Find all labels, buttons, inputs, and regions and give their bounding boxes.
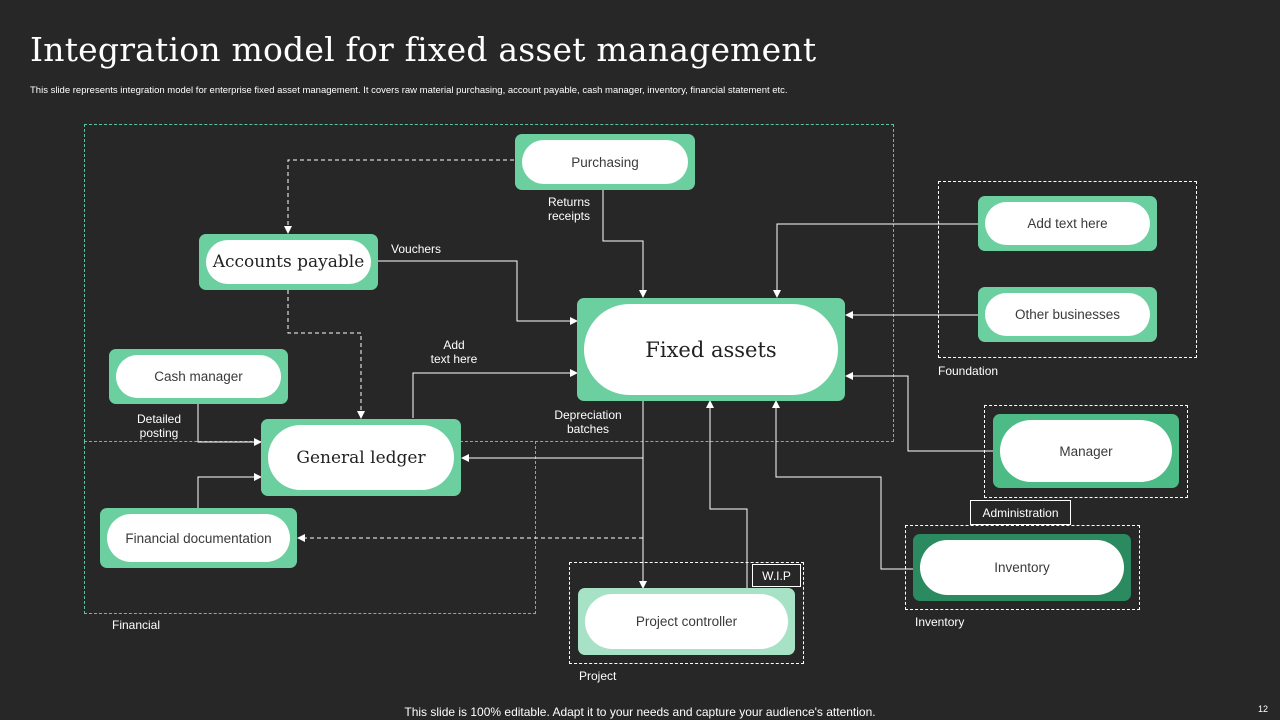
project-group-frame [569,562,804,664]
edge-inventory-to-fixed-assets [772,400,913,570]
edge-doc-to-ledger [197,473,262,508]
edge-accounts-payable-to-ledger [287,290,365,419]
fixed-assets-label: Fixed assets [584,304,838,395]
foundation-group-frame [938,181,1197,358]
edge-purchasing-to-fixed-assets [602,190,647,298]
depreciation-batches-label: Depreciation batches [554,408,622,436]
other-businesses-node[interactable]: Other businesses [978,287,1157,342]
foundation-group-label: Foundation [938,364,999,378]
inventory-group-frame [905,525,1140,610]
wip-tag: W.I.P [752,564,801,587]
edge-vouchers [378,260,578,325]
purchasing-label: Purchasing [522,140,688,184]
vouchers-label: Vouchers [391,242,442,256]
financial-group-label: Financial [112,618,161,632]
inventory-node[interactable]: Inventory [913,534,1131,601]
other-businesses-label: Other businesses [985,293,1150,336]
project-controller-node[interactable]: Project controller [578,588,795,655]
page-number: 12 [1258,704,1269,714]
returns-receipts-label: Returns receipts [547,195,591,223]
edge-cash-to-ledger [197,404,262,446]
accounts-payable-label: Accounts payable [206,240,371,284]
project-group-label: Project [579,669,617,683]
cash-manager-node[interactable]: Cash manager [109,349,288,404]
administration-tag: Administration [970,500,1071,525]
purchasing-node[interactable]: Purchasing [515,134,695,190]
manager-node[interactable]: Manager [993,414,1179,488]
general-ledger-node[interactable]: General ledger [261,419,461,496]
edge-ledger-to-fixed-assets [412,369,578,418]
financial-group-frame-lower [84,441,536,614]
manager-label: Manager [1000,420,1172,482]
financial-group-frame [84,124,894,442]
edge-manager-to-fixed-assets [845,372,994,452]
project-controller-label: Project controller [585,594,788,649]
general-ledger-label: General ledger [268,425,454,490]
fixed-assets-node[interactable]: Fixed assets [577,298,845,401]
detailed-posting-label: Detailed posting [136,412,182,440]
financial-documentation-node[interactable]: Financial documentation [100,508,297,568]
cash-manager-label: Cash manager [116,355,281,398]
add-text-node[interactable]: Add text here [978,196,1157,251]
financial-documentation-label: Financial documentation [107,514,290,562]
accounts-payable-node[interactable]: Accounts payable [199,234,378,290]
slide-footer: This slide is 100% editable. Adapt it to… [404,705,876,719]
edge-wip-to-fixed-assets [706,400,748,588]
slide-subtitle: This slide represents integration model … [30,85,788,96]
add-text-here-label: Add text here [430,338,478,366]
inventory-label: Inventory [920,540,1124,595]
edge-addtext-to-fixed-assets [773,223,978,298]
edge-purchasing-to-accounts-payable [284,159,514,234]
inventory-group-label: Inventory [915,615,965,629]
slide-title: Integration model for fixed asset manage… [30,30,817,69]
add-text-label: Add text here [985,202,1150,245]
